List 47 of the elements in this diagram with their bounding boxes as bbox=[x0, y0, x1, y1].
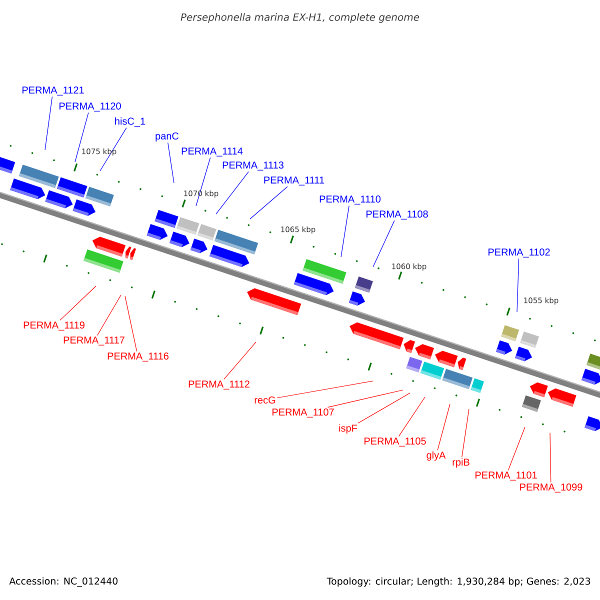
gene-label: PERMA_1108 bbox=[366, 210, 428, 220]
leader-line bbox=[437, 404, 450, 450]
leader-line bbox=[60, 286, 96, 321]
gene-label: PERMA_1112 bbox=[188, 380, 250, 390]
gene-label: PERMA_1116 bbox=[108, 352, 168, 362]
gene-label: rpiB bbox=[452, 458, 470, 468]
gene-label: PERMA_1101 bbox=[476, 472, 537, 480]
gene-label: PERMA_1111 bbox=[264, 176, 324, 186]
gene-label: PERMA_1120 bbox=[60, 102, 121, 112]
genome-info-text: Topology: circular; Length: 1,930,284 bp; Genes: 2,023 bbox=[326, 577, 590, 587]
gene-label: recG bbox=[254, 396, 276, 404]
gene-label: PERMA_1117 bbox=[64, 336, 124, 346]
gene-label: ispF bbox=[339, 424, 358, 434]
gene-label: PERMA_1113 bbox=[222, 162, 284, 170]
leader-line bbox=[340, 205, 350, 258]
leader-line bbox=[100, 128, 127, 172]
gene-label: PERMA_1119 bbox=[24, 322, 84, 330]
gene-label: PERMA_1114 bbox=[182, 148, 243, 156]
leader-line bbox=[168, 142, 174, 184]
gene-label: PERMA_1110 bbox=[320, 196, 381, 204]
gene-label: PERMA_1105 bbox=[364, 438, 426, 446]
leader-line bbox=[224, 342, 256, 380]
accession-text: Accession: NC_012440 bbox=[9, 577, 118, 587]
leader-line bbox=[508, 426, 526, 471]
gene-label: PERMA_1102 bbox=[488, 248, 550, 258]
leader-line bbox=[462, 408, 470, 458]
leader-line bbox=[97, 294, 122, 336]
leader-line bbox=[358, 392, 410, 424]
gene-label: panC bbox=[156, 132, 179, 142]
leader-line bbox=[276, 380, 374, 398]
gene-label: PERMA_1107 bbox=[272, 408, 334, 418]
title: Persephonella marina EX-H1, complete genome bbox=[180, 13, 420, 23]
leader-line bbox=[250, 186, 288, 220]
leader-line bbox=[44, 96, 53, 150]
leader-line bbox=[327, 390, 404, 408]
leader-line bbox=[550, 432, 552, 483]
leader-line bbox=[216, 171, 249, 214]
leader-line bbox=[196, 157, 211, 206]
leader-line bbox=[124, 296, 138, 352]
gene-label: hisC_1 bbox=[115, 117, 146, 127]
gene-label: glyA bbox=[426, 451, 446, 461]
leader-line bbox=[372, 220, 395, 268]
leader-line bbox=[74, 112, 89, 162]
gene-label: PERMA_1121 bbox=[22, 86, 84, 96]
gene-label: PERMA_1099 bbox=[520, 484, 582, 492]
leader-line bbox=[398, 396, 426, 437]
leader-line bbox=[516, 258, 520, 312]
